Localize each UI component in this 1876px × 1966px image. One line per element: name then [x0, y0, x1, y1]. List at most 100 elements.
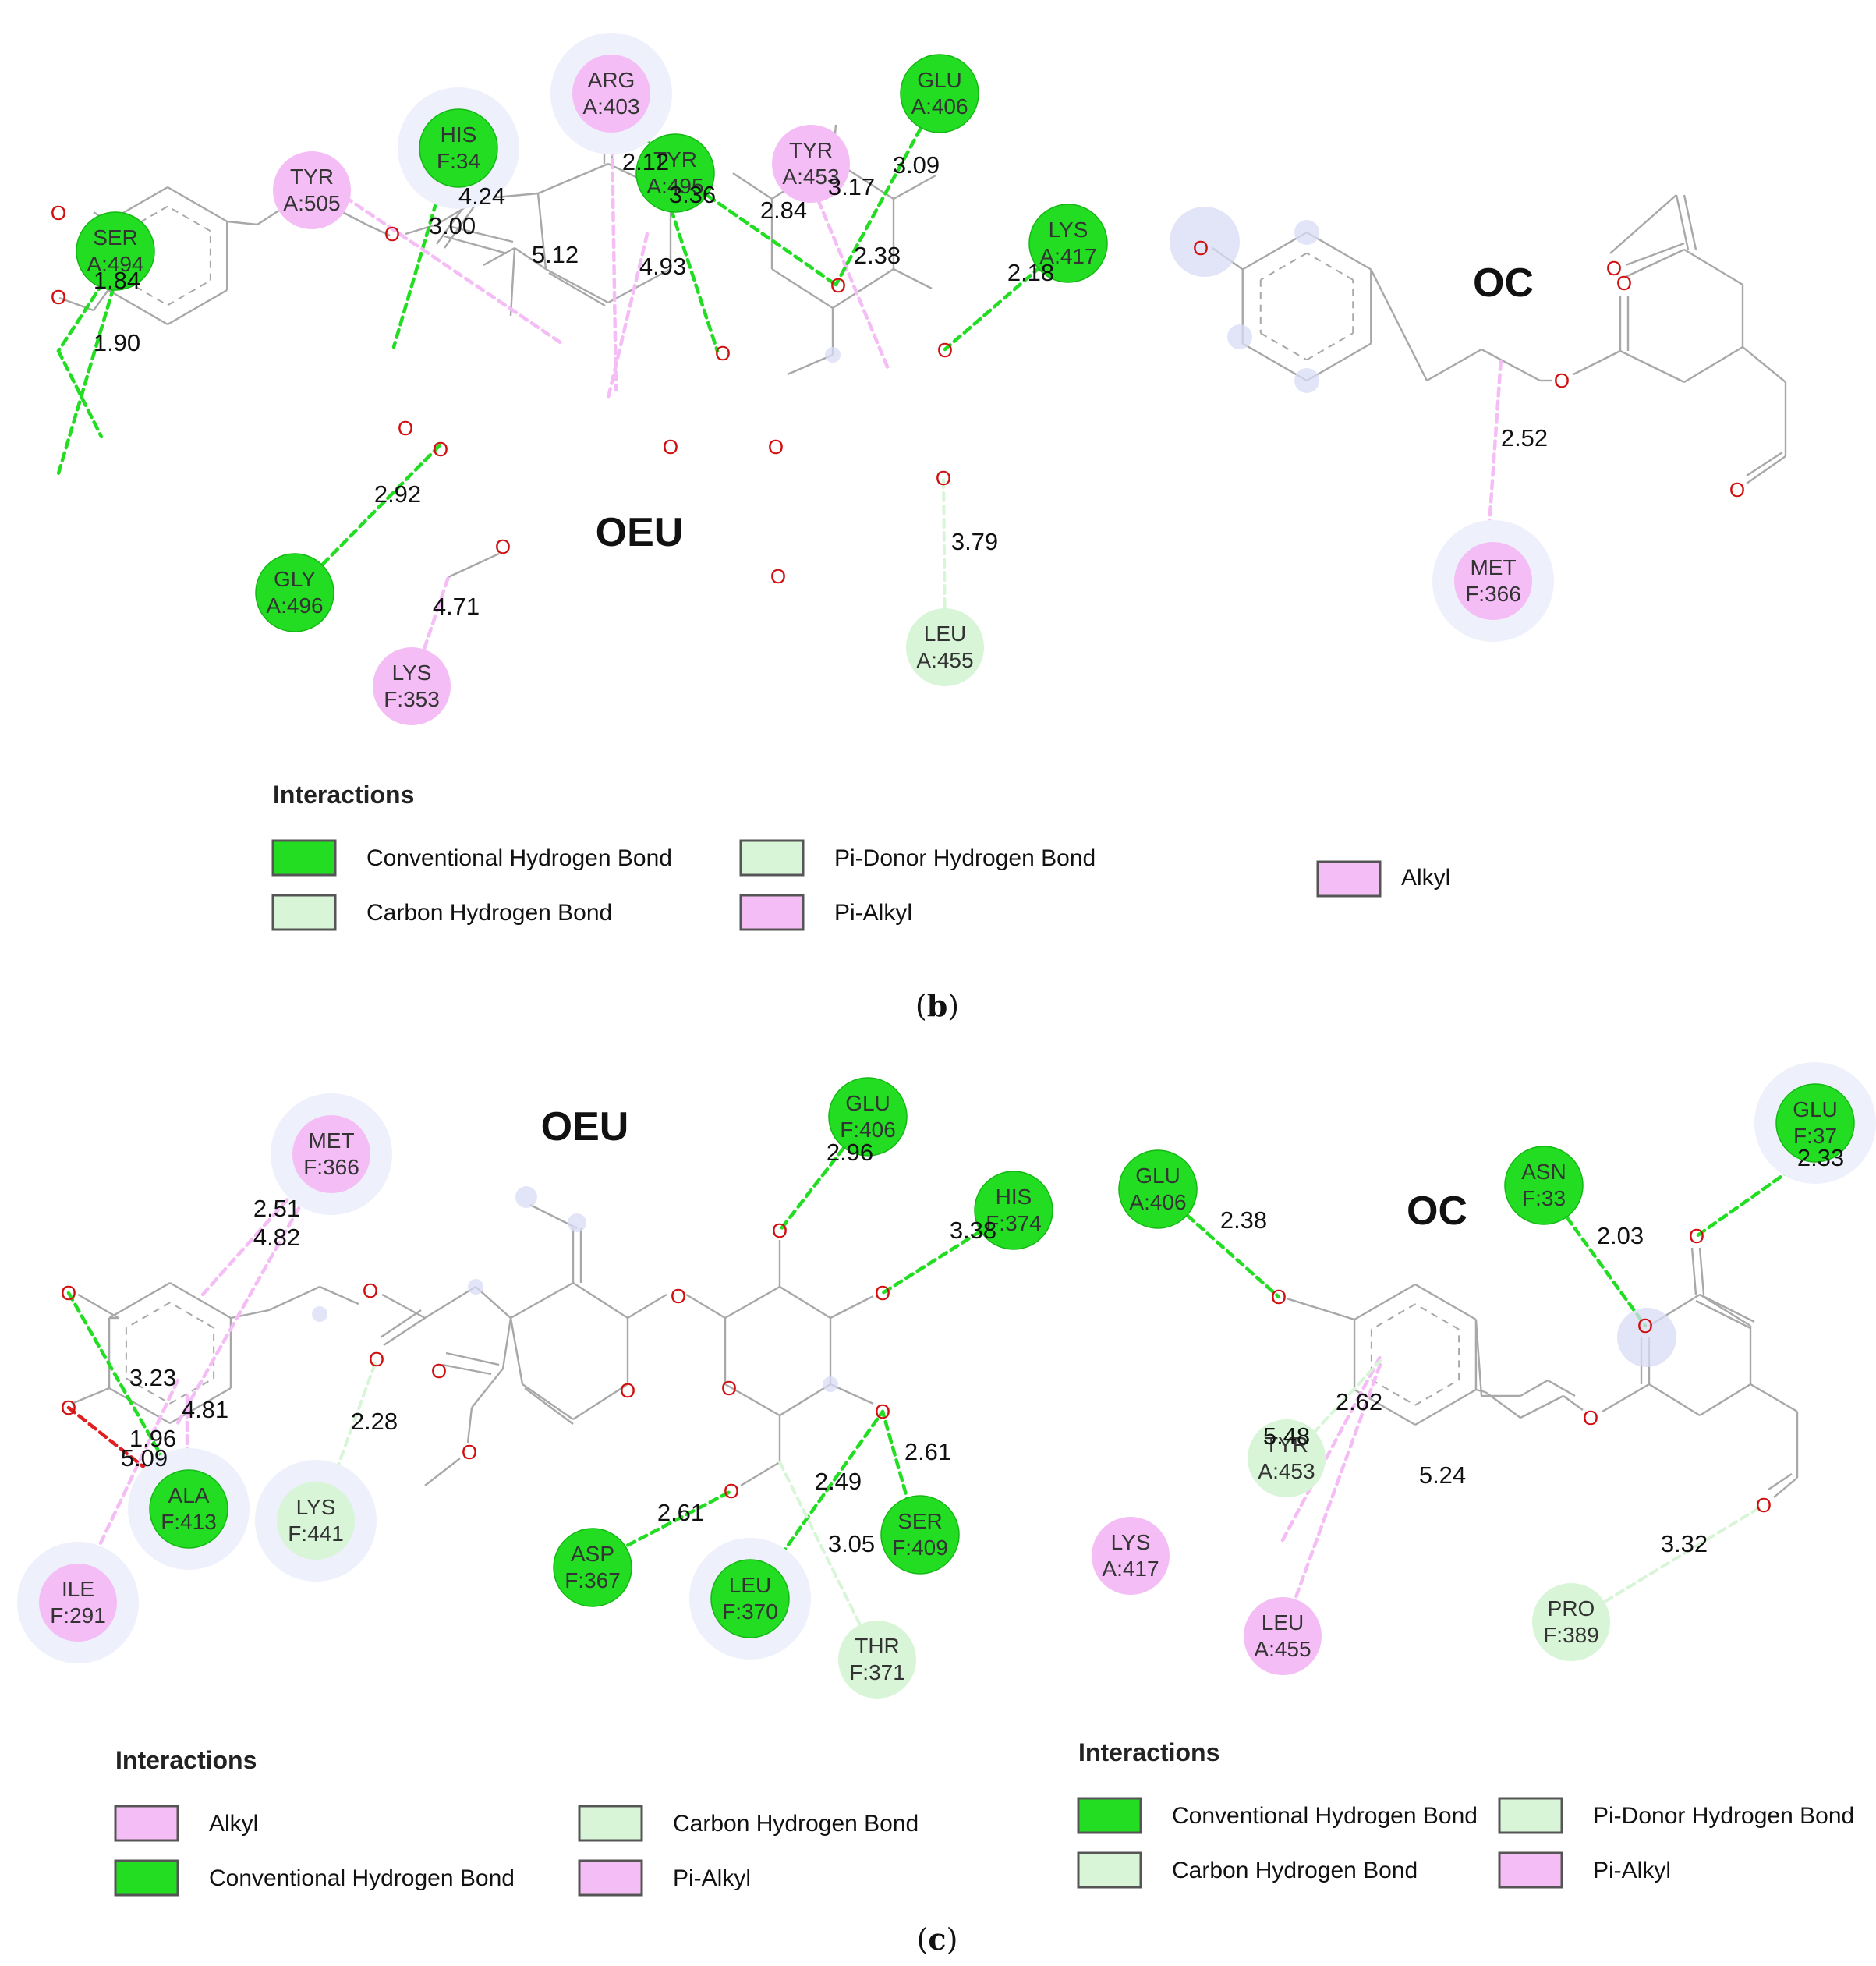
c-residue-ala413-bubble — [149, 1469, 228, 1549]
b-residue-ser494-name: SER — [93, 225, 138, 250]
b-residue-tyr495-name: TYR — [653, 147, 697, 172]
bond — [71, 1387, 110, 1405]
b-legend-left-label-2: Pi-Donor Hydrogen Bond — [834, 845, 1096, 871]
c-residue-ile291-name: ILE — [62, 1577, 94, 1601]
b-distance-6: 3.36 — [669, 181, 716, 208]
c-distance-9: 2.61 — [657, 1499, 704, 1526]
c-oeu-pyran-bond — [572, 1383, 628, 1421]
c-oc-chain-bond — [1648, 1383, 1701, 1417]
b-oxygen-catechol-1: O — [51, 201, 66, 225]
b-legend-right-label-0: Alkyl — [1401, 865, 1450, 891]
b-legend-left-swatch-0 — [271, 839, 337, 877]
b-residue-leu455-id: A:455 — [916, 648, 973, 672]
b-residue-glu406-id: A:406 — [911, 94, 968, 119]
interaction-lines — [56, 91, 1815, 1661]
c-distance-oc-0: 2.38 — [1220, 1206, 1267, 1234]
c-residue-glu406-name: GLU — [845, 1091, 890, 1115]
c-legend-left-label-3: Pi-Alkyl — [673, 1865, 751, 1891]
b-residue-glu406-bubble — [900, 54, 979, 133]
c-oeu-catechol-ring-bond — [169, 1281, 232, 1320]
b-residue-lys417-name: LYS — [1049, 218, 1088, 242]
b-residue-glu406-name: GLU — [917, 68, 962, 92]
c-oeu-chain-bond — [381, 1293, 426, 1320]
c-oc-phenol-ring-bond — [1414, 1283, 1477, 1321]
c-oc-oxygen-ester: O — [1583, 1406, 1598, 1429]
b-legend-left-label-3: Pi-Alkyl — [834, 900, 912, 926]
b-residue-ser494-bubble — [76, 211, 155, 291]
b-oxygen-sugar-1: O — [830, 274, 846, 297]
b-int-tyr505 — [310, 172, 564, 345]
b-distance-12: 2.18 — [1007, 259, 1054, 286]
c-oeu-chain-bond — [424, 1285, 476, 1320]
b-oc-exposure-halo-ring — [1294, 220, 1319, 245]
b-oeu-chain-bond — [366, 223, 391, 237]
bond — [1625, 242, 1685, 267]
c-legend-left-swatch-1 — [114, 1859, 179, 1897]
c-oeu-sugar-bond — [779, 1383, 831, 1417]
c-oeu-chain-bond — [319, 1285, 356, 1304]
b-residue-his34-id: F:34 — [437, 149, 480, 173]
c-residue-glu37-name: GLU — [1793, 1097, 1838, 1121]
c-distance-4: 3.23 — [129, 1364, 176, 1391]
c-distance-oc-3: 2.62 — [1336, 1388, 1382, 1415]
c-distance-3: 3.38 — [950, 1217, 996, 1244]
c-oxygen-sugar-2: O — [875, 1281, 890, 1305]
bond — [685, 1293, 726, 1320]
b-oc-chain-bond — [1370, 268, 1428, 381]
b-oc-exposure-halo-o — [1170, 207, 1240, 277]
c-exposure-halo-2 — [468, 1279, 483, 1295]
b-residue-met366-name: MET — [1470, 555, 1516, 579]
b-distance-0: 1.84 — [94, 267, 140, 294]
b-residue-his34-bubble — [419, 108, 498, 188]
c-oxygen-catechol-1: O — [61, 1281, 76, 1305]
b-legend-right-swatch-0 — [1316, 860, 1382, 898]
c-residue-thr371-bubble — [838, 1621, 916, 1699]
b-residue-ser494-id: A:494 — [87, 252, 143, 276]
bond — [1746, 451, 1783, 477]
b-distance-14: 4.71 — [433, 593, 480, 620]
bond — [471, 1368, 504, 1408]
c-oeu-catechol-ring-aromatic-bond — [126, 1377, 171, 1405]
bond — [1742, 346, 1786, 383]
c-residue-asn33-id: F:33 — [1522, 1186, 1566, 1210]
b-ligand-label-oc: OC — [1473, 260, 1534, 306]
c-exposure-halo-5 — [823, 1376, 838, 1392]
b-oeu-catechol-ring-bond — [167, 289, 228, 326]
c-oxygen-hydroxymethyl: O — [724, 1479, 739, 1503]
bond — [524, 1387, 574, 1425]
c-residue-asp367-name: ASP — [571, 1542, 614, 1566]
c-exposure-halo-4 — [568, 1213, 586, 1232]
b-residue-lys353-id: F:353 — [384, 687, 440, 711]
c-caption: (c) — [917, 1922, 958, 1957]
c-oeu-catechol-ring-aromatic-bond — [126, 1302, 171, 1329]
c-oc-exposure-halo — [1617, 1308, 1676, 1367]
bond — [787, 353, 834, 376]
c-residue-glu37-id: F:37 — [1793, 1124, 1837, 1148]
b-oxygen-sugar-3: O — [936, 466, 951, 490]
c-ligand-label-oeu: OEU — [541, 1104, 629, 1149]
distance-labels: 1.841.904.243.005.122.123.364.932.843.17… — [94, 148, 1844, 1557]
c-oc-chain-bond — [1699, 1383, 1751, 1417]
b-oxygen-glycosidic: O — [715, 342, 731, 365]
b-distance-15: 3.79 — [951, 528, 998, 555]
b-residue-lys353-bubble — [373, 647, 451, 725]
c-residue-ser409-name: SER — [897, 1509, 943, 1533]
c-oxygen-ring: O — [721, 1376, 737, 1400]
bond — [509, 247, 516, 317]
b-oc-oxygen-carbonyl: O — [1616, 271, 1632, 295]
c-residue-asn33-name: ASN — [1521, 1160, 1566, 1184]
b-residue-leu455-bubble — [906, 608, 984, 686]
c-oc-phenol-ring-bond — [1414, 1388, 1477, 1426]
b-oc-chain-bond — [1619, 349, 1685, 384]
b-oeu-pyran-bond — [537, 162, 609, 195]
c-int-glu406 — [777, 1114, 870, 1233]
c-residue-thr371-id: F:371 — [849, 1660, 905, 1684]
c-residue-ile291-bubble — [39, 1564, 117, 1642]
b-residue-arg403-bubble — [572, 55, 650, 133]
c-distance-oc-1: 2.33 — [1797, 1144, 1844, 1171]
b-oxygen-hydroxymethyl: O — [770, 565, 786, 588]
c-int-glu37 — [1694, 1152, 1815, 1238]
bond — [893, 267, 933, 290]
